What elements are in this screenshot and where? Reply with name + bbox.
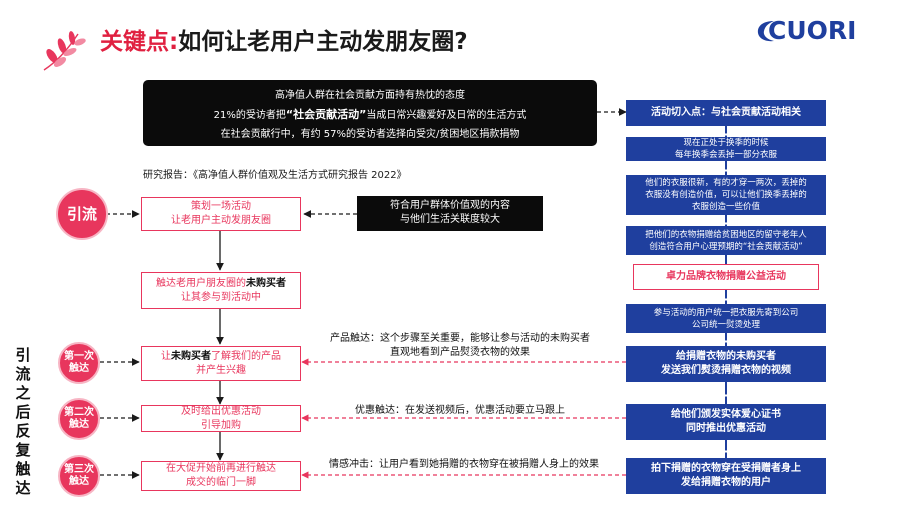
vertical-char: 后: [15, 403, 31, 421]
season-change-box: 现在正处于换季的时候 每年换季会丢掉一部分衣服: [626, 137, 826, 161]
plan-line-2: 让老用户主动发朋友圈: [171, 215, 271, 226]
research-line-3: 在社会贡献行中，有约 57%的受访者选择向受灾/贫困地区捐款捐物: [220, 129, 520, 140]
values-line-2: 与他们生活关联度较大: [400, 214, 500, 225]
clothes-line-2: 衣服没有创造价值，可以让他们换季丢掉的: [645, 190, 807, 200]
certificate-line-1: 给他们颁发实体爱心证书: [671, 409, 781, 420]
reach-pre: 触达老用户朋友圈的: [156, 277, 246, 289]
touch-third-line-1: 在大促开始前再进行触达: [166, 463, 276, 474]
touch-second-note: 优惠触达：在发送视频后，优惠活动要立马跟上: [355, 405, 565, 416]
video-line-1: 给捐赠衣物的未购买者: [676, 351, 776, 362]
research-line-2-bold: “社会贡献活动”: [285, 108, 367, 121]
touch-first-bold: 未购买者: [171, 350, 211, 362]
flower-decoration-icon: [43, 31, 86, 71]
touch-first-post: 了解我们的产品: [211, 350, 281, 362]
touch-second-box: 及时给出优惠活动 引导加购: [141, 405, 301, 432]
mail-clothes-box: 参与活动的用户统一把衣服先寄到公司 公司统一熨烫处理: [626, 304, 826, 333]
certificate-line-2: 同时推出优惠活动: [686, 423, 766, 434]
touch-badge-second: 第二次 触达: [58, 398, 100, 440]
touch-first-note-line-2: 直观地看到产品熨烫衣物的效果: [390, 347, 530, 358]
donation-line-1: 把他们的衣物捐赠给贫困地区的留守老年人: [645, 229, 807, 240]
touch-third-note: 情感冲击：让用户看到她捐赠的衣物穿在被捐赠人身上的效果: [329, 459, 599, 470]
touch-third-box: 在大促开始前再进行触达 成交的临门一脚: [141, 461, 301, 491]
touch-second-line-1: 及时给出优惠活动: [181, 405, 261, 417]
research-line-2: 21%的受访者把“社会贡献活动”当成日常兴趣爱好及日常的生活方式: [143, 105, 597, 125]
vertical-char: 引: [15, 346, 31, 364]
vertical-char: 流: [15, 365, 31, 383]
stage-badge-traffic: 引流: [56, 188, 108, 240]
user-values-box: 符合用户群体价值观的内容 与他们生活关联度较大: [357, 196, 543, 231]
touch-badge-line: 第二次: [64, 407, 94, 418]
clothes-value-box: 他们的衣服很新，有的才穿一两次，丢掉的 衣服没有创造价值，可以让他们换季丢掉的 …: [626, 175, 826, 215]
touch-badge-line: 第三次: [64, 464, 94, 475]
touch-second-line-2: 引导加购: [201, 419, 241, 431]
logo-text: CUORI: [768, 16, 857, 45]
mail-line-1: 参与活动的用户统一把衣服先寄到公司: [653, 307, 799, 318]
research-summary-box: 高净值人群在社会贡献方面持有热忱的态度 21%的受访者把“社会贡献活动”当成日常…: [143, 80, 597, 146]
donation-box: 把他们的衣物捐赠给贫困地区的留守老年人 创造符合用户心理预期的“社会贡献活动”: [626, 226, 826, 255]
touch-first-box: 让未购买者了解我们的产品 并产生兴趣: [141, 346, 301, 381]
season-line-2: 每年换季会丢掉一部分衣服: [674, 150, 777, 160]
touch-badge-third: 第三次 触达: [58, 455, 100, 497]
brand-activity-box: 卓力品牌衣物捐赠公益活动: [633, 264, 819, 290]
entry-point-box: 活动切入点：与社会贡献活动相关: [626, 100, 826, 126]
touch-first-pre: 让: [161, 350, 171, 362]
plan-line-1: 策划一场活动: [191, 201, 251, 212]
touch-first-note-line-1: 产品触达：这个步骤至关重要，能够让参与活动的未购买者: [330, 333, 590, 344]
touch-first-line-2: 并产生兴趣: [196, 364, 246, 376]
vertical-char: 达: [15, 479, 31, 497]
photo-recipient-box: 拍下捐赠的衣物穿在受捐赠者身上 发给捐赠衣物的用户: [626, 458, 826, 494]
touch-third-line-2: 成交的临门一脚: [186, 477, 256, 488]
research-line-2-post: 当成日常兴趣爱好及日常的生活方式: [366, 110, 527, 121]
clothes-line-3: 衣服创造一些价值: [691, 202, 760, 212]
season-line-1: 现在正处于换季的时候: [683, 138, 769, 148]
donation-line-2: 创造符合用户心理预期的“社会贡献活动”: [649, 241, 803, 252]
touch-badge-line: 触达: [69, 363, 89, 374]
touch-badge-line: 第一次: [64, 351, 94, 362]
touch-first-line-1: 让未购买者了解我们的产品: [142, 350, 300, 364]
send-video-box: 给捐赠衣物的未购买者 发送我们熨烫捐赠衣物的视频: [626, 346, 826, 382]
research-line-1: 高净值人群在社会贡献方面持有热忱的态度: [275, 90, 465, 101]
research-source: 研究报告：《高净值人群价值观及生活方式研究报告 2022》: [143, 170, 407, 181]
photo-line-2: 发给捐赠衣物的用户: [681, 477, 771, 488]
photo-line-1: 拍下捐赠的衣物穿在受捐赠者身上: [651, 463, 801, 474]
vertical-char: 复: [15, 441, 31, 459]
video-line-2: 发送我们熨烫捐赠衣物的视频: [661, 365, 791, 376]
page-title: 关键点:如何让老用户主动发朋友圈?: [100, 28, 468, 58]
vertical-char: 之: [15, 384, 31, 402]
research-line-2-pre: 21%的受访者把: [213, 110, 286, 121]
title-highlight: 关键点:: [100, 29, 179, 55]
reach-line-2: 让其参与到活动中: [181, 291, 261, 303]
touch-badge-first: 第一次 触达: [58, 342, 100, 384]
reach-bold: 未购买者: [246, 277, 286, 289]
stage-badge-label: 引流: [66, 204, 97, 223]
values-line-1: 符合用户群体价值观的内容: [390, 200, 510, 211]
reach-line-1: 触达老用户朋友圈的未购买者: [142, 277, 300, 291]
clothes-line-1: 他们的衣服很新，有的才穿一两次，丢掉的: [645, 178, 807, 188]
mail-line-2: 公司统一熨烫处理: [691, 319, 760, 330]
title-rest: 如何让老用户主动发朋友圈?: [178, 29, 468, 55]
plan-activity-box: 策划一场活动 让老用户主动发朋友圈: [141, 197, 301, 231]
touch-badge-line: 触达: [69, 419, 89, 430]
vertical-char: 触: [15, 460, 31, 478]
repeat-touch-label: 引 流 之 后 反 复 触 达: [12, 346, 34, 498]
touch-badge-line: 触达: [69, 476, 89, 487]
reach-non-buyers-box: 触达老用户朋友圈的未购买者 让其参与到活动中: [141, 272, 301, 309]
touch-first-note: 产品触达：这个步骤至关重要，能够让参与活动的未购买者 直观地看到产品熨烫衣物的效…: [310, 332, 610, 360]
brand-logo: CUORI: [757, 16, 857, 45]
vertical-char: 反: [15, 422, 31, 440]
logo-swoosh-icon: [757, 21, 774, 42]
certificate-box: 给他们颁发实体爱心证书 同时推出优惠活动: [626, 404, 826, 440]
